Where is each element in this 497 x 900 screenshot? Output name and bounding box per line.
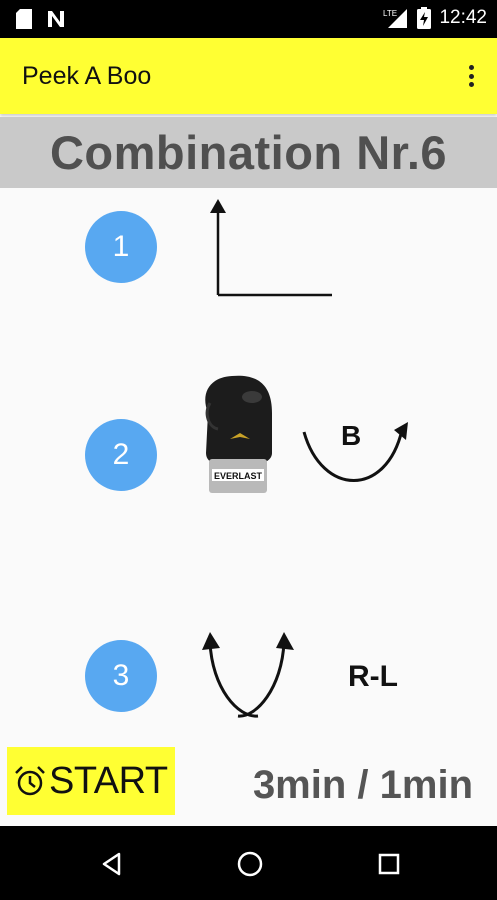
boxing-glove-icon: EVERLAST bbox=[205, 375, 272, 493]
back-icon[interactable] bbox=[92, 844, 132, 884]
start-button[interactable]: START bbox=[7, 747, 175, 815]
app-title: Peek A Boo bbox=[22, 62, 152, 90]
svg-text:LTE: LTE bbox=[383, 9, 397, 18]
svg-text:EVERLAST: EVERLAST bbox=[214, 471, 263, 481]
start-label: START bbox=[49, 759, 168, 802]
combination-title: Combination Nr.6 bbox=[49, 126, 448, 179]
step-2-label: B bbox=[341, 420, 362, 451]
app-bar: Peek A Boo bbox=[0, 38, 497, 114]
lead-hand-arrow-diagram bbox=[210, 199, 332, 297]
step-3-badge: 3 bbox=[85, 640, 157, 712]
round-timing: 3min / 1min bbox=[252, 763, 473, 807]
curve-arrow-diagram bbox=[302, 422, 408, 482]
status-bar: LTE 12:42 bbox=[0, 0, 497, 38]
step-3-label: R-L bbox=[348, 660, 398, 693]
overflow-menu-icon[interactable] bbox=[459, 60, 483, 92]
step-1-badge: 1 bbox=[85, 211, 157, 283]
alarm-clock-icon bbox=[15, 766, 45, 796]
notification-n-icon bbox=[48, 11, 64, 27]
double-curve-arrows-diagram bbox=[202, 632, 294, 718]
home-icon[interactable] bbox=[230, 844, 270, 884]
recents-icon[interactable] bbox=[369, 844, 409, 884]
battery-charging-icon bbox=[417, 7, 432, 29]
signal-icon: LTE bbox=[383, 9, 408, 28]
navigation-bar bbox=[0, 826, 497, 900]
step-2-badge: 2 bbox=[85, 419, 157, 491]
combination-header: Combination Nr.6 bbox=[0, 117, 497, 188]
clock-time: 12:42 bbox=[439, 7, 487, 28]
sim-card-icon bbox=[16, 9, 32, 29]
